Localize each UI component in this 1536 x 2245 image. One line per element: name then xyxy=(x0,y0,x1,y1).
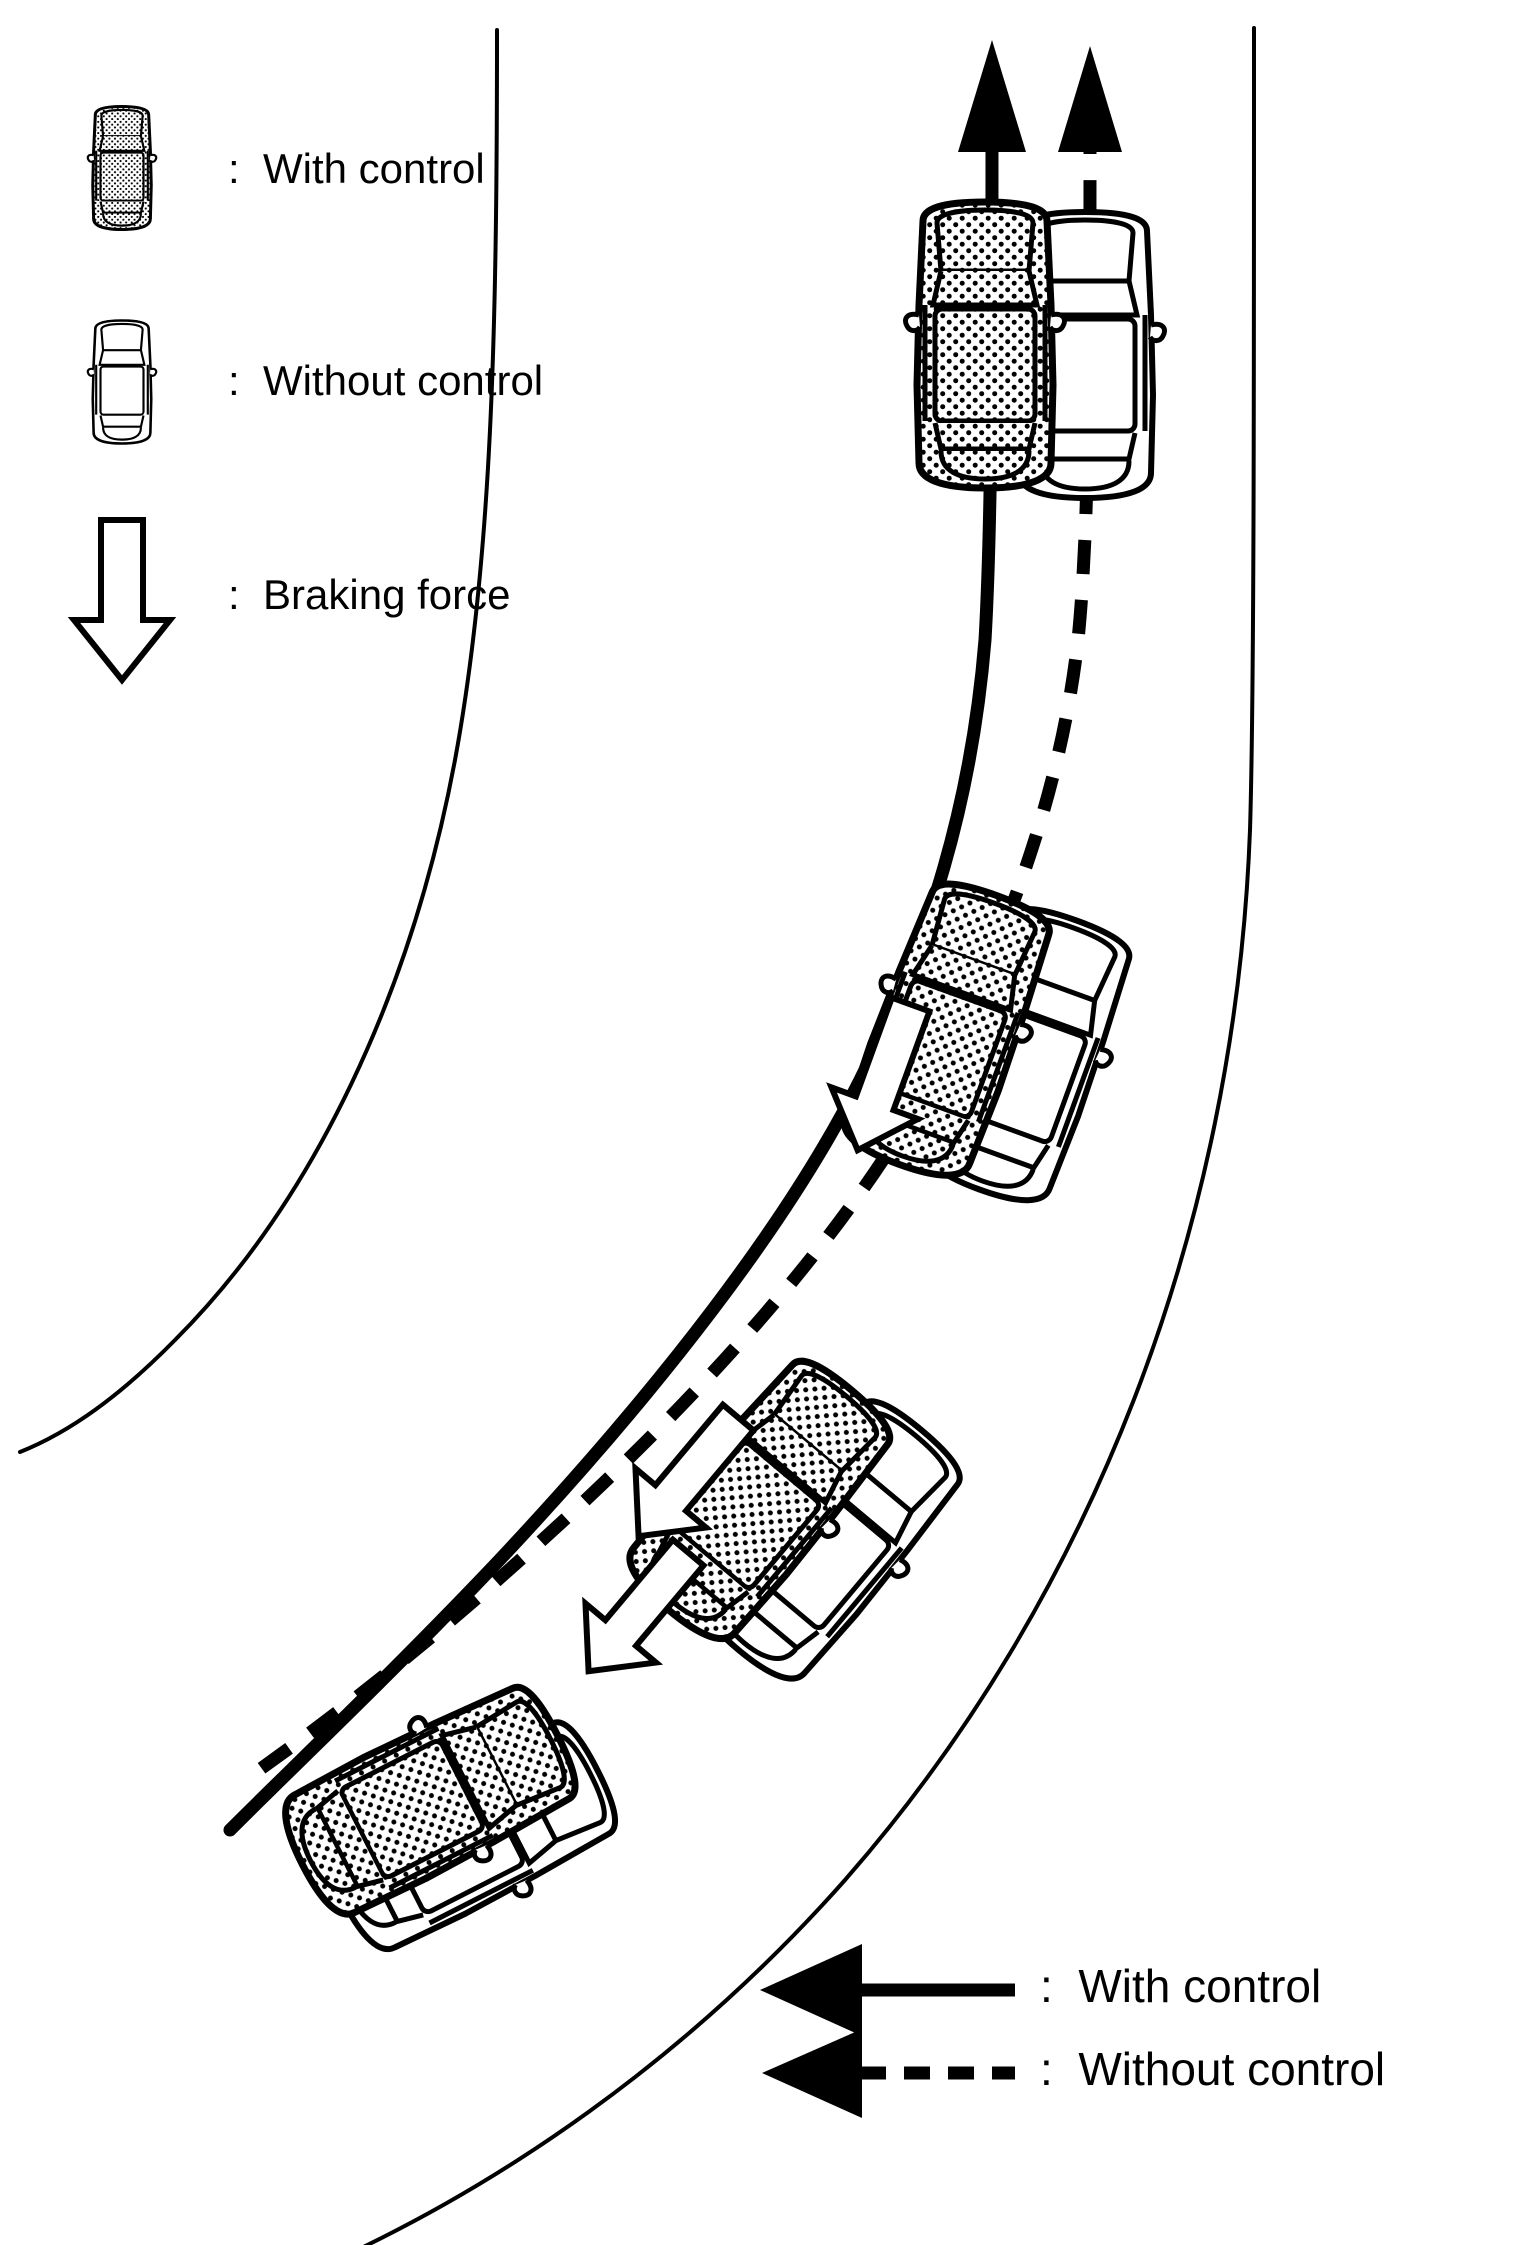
vehicle-pair-1 xyxy=(906,202,1165,498)
road-outer-edge xyxy=(362,26,1256,2245)
vehicle-pair-4 xyxy=(266,1664,633,1971)
legend-separator-2: : xyxy=(228,357,252,404)
legend-label-line-with-control: With control xyxy=(1078,1960,1322,2012)
legend-icon-line-without-control xyxy=(762,2029,1015,2118)
legend-item-braking-force-text: : Braking force xyxy=(228,574,510,616)
legend-icon-without-control xyxy=(86,319,158,445)
vehicle-pair-3 xyxy=(553,1339,982,1700)
arrowhead-up-with-control xyxy=(958,40,1026,152)
legend-item-with-control-text: : With control xyxy=(228,148,485,190)
legend-line-without-control-text: : Without control xyxy=(1040,2046,1385,2092)
legend-icon-with-control xyxy=(86,105,158,231)
legend-label-braking-force: Braking force xyxy=(263,571,511,618)
legend-separator-4: : xyxy=(1040,1960,1066,2012)
legend-icon-line-with-control xyxy=(760,1944,1015,2036)
road-boundaries xyxy=(18,26,1256,2245)
arrowhead-up-without-control xyxy=(1058,46,1122,152)
legend-line-with-control-text: : With control xyxy=(1040,1963,1321,2009)
legend-icon-braking-force xyxy=(67,517,177,685)
legend-separator-5: : xyxy=(1040,2043,1066,2095)
legend-separator-1: : xyxy=(228,145,252,192)
legend-label-without-control: Without control xyxy=(263,357,544,404)
legend-label-line-without-control: Without control xyxy=(1078,2043,1386,2095)
vehicle-pair-2 xyxy=(814,868,1151,1216)
legend-separator-3: : xyxy=(228,571,252,618)
car-with-control-1 xyxy=(906,202,1065,488)
legend-item-without-control-text: : Without control xyxy=(228,360,543,402)
legend-label-with-control: With control xyxy=(263,145,485,192)
road-inner-edge xyxy=(18,28,499,1454)
